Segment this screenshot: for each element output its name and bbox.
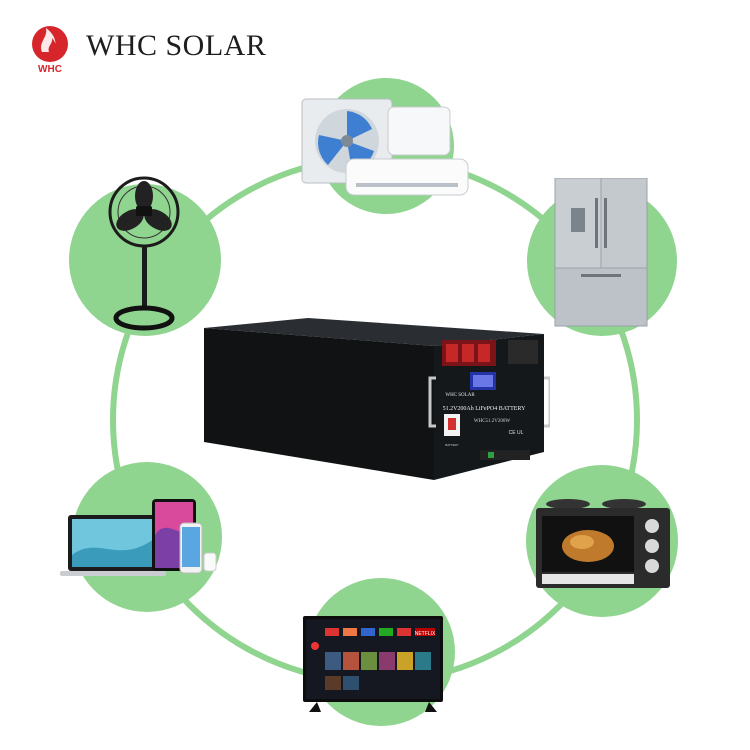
air-conditioner-icon xyxy=(301,98,469,196)
svg-text:WHC: WHC xyxy=(38,64,62,74)
svg-text:NETFLIX: NETFLIX xyxy=(415,631,436,637)
svg-text:BATTERY: BATTERY xyxy=(445,443,459,447)
svg-text:WHC51.2V200W: WHC51.2V200W xyxy=(474,419,511,424)
fan-icon xyxy=(108,176,180,331)
devices-icon xyxy=(60,499,217,576)
whc-flame-logo-icon: WHC xyxy=(32,26,68,74)
battery-icon: 51.2V200Ah LiFePO4 BATTERY WHC51.2V200W … xyxy=(204,318,550,480)
svg-text:51.2V200Ah LiFePO4 BATTERY: 51.2V200Ah LiFePO4 BATTERY xyxy=(443,406,527,412)
svg-text:CE UL: CE UL xyxy=(509,430,524,436)
refrigerator-icon xyxy=(554,178,648,327)
smart-tv-icon: NETFLIX xyxy=(303,616,443,712)
brand-name: WHC SOLAR xyxy=(86,29,267,62)
brand-logo: WHC WHC SOLAR xyxy=(22,18,266,74)
svg-text:WHC SOLAR: WHC SOLAR xyxy=(445,393,475,398)
oven-icon xyxy=(536,499,670,588)
